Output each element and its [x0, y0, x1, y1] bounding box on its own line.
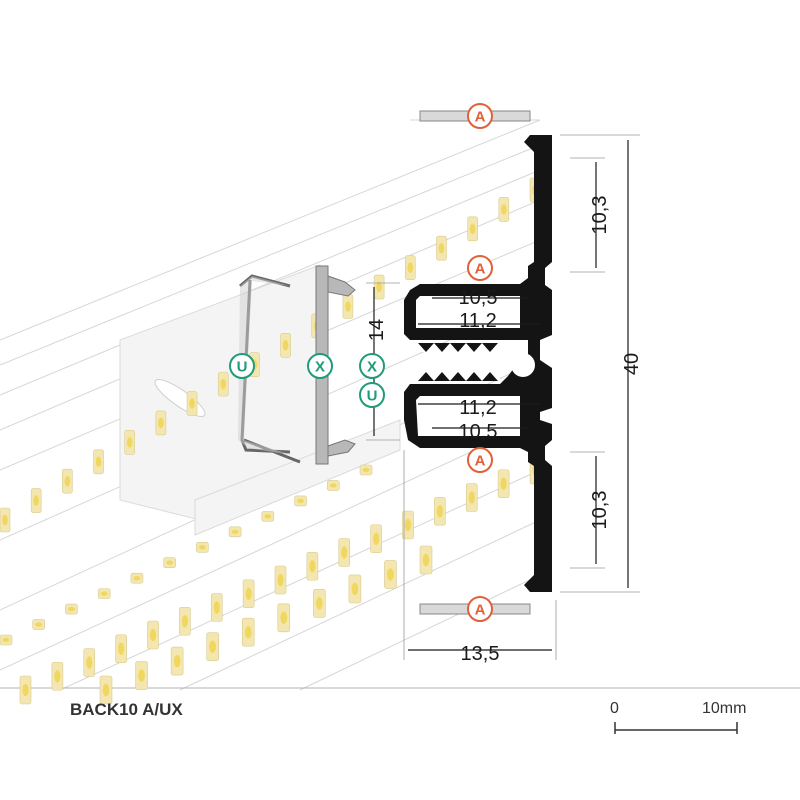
led-chip-emitter	[404, 518, 412, 532]
led-chip-emitter	[231, 529, 239, 535]
led-chip-emitter	[189, 398, 195, 409]
led-chip-emitter	[173, 654, 181, 668]
led-chip-emitter	[199, 545, 206, 550]
dimension-labels: 10,3 40 10,3 14 10,5 11,2 11,2 10,5 13,5	[366, 196, 643, 665]
led-chip-emitter	[245, 587, 252, 600]
badge-a-middle-label: A	[475, 261, 486, 278]
led-chip-emitter	[35, 622, 43, 627]
led-chip-emitter	[244, 626, 252, 639]
led-chip-emitter	[501, 204, 507, 215]
dim-top-height: 10,3	[589, 196, 611, 235]
led-chip-emitter	[2, 514, 8, 526]
led-chip-emitter	[351, 582, 359, 596]
badge-a-middle: A	[467, 255, 493, 281]
dim-clip-height: 14	[366, 319, 388, 341]
badges: A A A A U X U X	[229, 103, 493, 622]
led-chip-emitter	[309, 560, 316, 573]
u-clip-shape	[238, 274, 301, 464]
led-chip-emitter	[126, 437, 133, 448]
led-chip-emitter	[95, 456, 102, 468]
led-chip-emitter	[500, 477, 507, 490]
led-chip-emitter	[341, 546, 348, 559]
led-chip-emitter	[181, 615, 188, 628]
led-chip-emitter	[118, 642, 125, 655]
dim-width: 13,5	[461, 643, 500, 665]
led-chip-emitter	[33, 495, 39, 506]
led-chip-emitter	[469, 223, 476, 235]
badge-a-bottom: A	[467, 596, 493, 622]
led-chip-emitter	[102, 683, 110, 697]
led-chip-emitter	[264, 514, 272, 519]
led-chip-emitter	[315, 597, 323, 610]
led-chip-emitter	[2, 637, 10, 643]
led-chip-emitter	[68, 606, 75, 612]
profile-cross-section	[404, 135, 552, 592]
led-chip-emitter	[277, 573, 284, 587]
dim-lower-inner: 10,5	[459, 421, 498, 443]
led-chip-emitter	[362, 467, 370, 473]
badge-x-label-text: X	[367, 359, 377, 376]
badge-u-label-text: U	[367, 388, 378, 405]
scale-bar	[614, 722, 738, 734]
led-chip-emitter	[329, 483, 337, 488]
led-chip-emitter	[22, 683, 29, 697]
led-chip-emitter	[54, 670, 61, 683]
led-chip-emitter	[468, 491, 475, 504]
led-chip-emitter	[407, 262, 414, 273]
led-chip-emitter	[166, 560, 173, 565]
dim-upper-outer: 11,2	[459, 310, 496, 332]
led-chip-emitter	[376, 281, 382, 293]
badge-x-clip-label: X	[315, 359, 325, 376]
badge-a-lower-label: A	[475, 453, 486, 470]
led-chip-emitter	[86, 656, 93, 669]
scale-ten-label: 10mm	[702, 700, 747, 717]
led-chip-emitter	[138, 669, 145, 682]
led-chip-emitter	[345, 301, 351, 312]
badge-a-lower: A	[467, 447, 493, 473]
led-chip-emitter	[280, 611, 288, 624]
led-chip-emitter	[282, 340, 289, 351]
badge-u-clip-label: U	[237, 359, 248, 376]
dim-bottom-height: 10,3	[589, 491, 611, 530]
product-name: BACK10 A/UX	[70, 700, 183, 719]
led-chip-emitter	[436, 505, 443, 518]
led-chip-emitter	[209, 640, 217, 653]
led-chip-emitter	[133, 575, 141, 581]
badge-u-clip: U	[229, 353, 255, 379]
scale-zero-label: 0	[610, 700, 619, 717]
badge-u-label: U	[359, 382, 385, 408]
badge-x-label: X	[359, 353, 385, 379]
badge-x-clip: X	[307, 353, 333, 379]
badge-a-bottom-label: A	[475, 602, 486, 619]
led-chip-emitter	[438, 242, 445, 254]
dim-total-height: 40	[621, 353, 643, 375]
led-chip-emitter	[100, 591, 108, 596]
led-chip-emitter	[297, 498, 304, 504]
badge-a-top-label: A	[475, 109, 486, 126]
led-chip-emitter	[149, 628, 157, 642]
dim-upper-inner: 10,5	[459, 287, 498, 309]
led-chip-emitter	[64, 475, 71, 487]
perspective-background	[0, 119, 800, 691]
led-chip-emitter	[213, 601, 220, 614]
led-chip-emitter	[158, 417, 164, 429]
led-chip-emitter	[220, 378, 227, 390]
led-chip-emitter	[373, 532, 380, 545]
dim-lower-outer: 11,2	[459, 397, 496, 419]
led-chip-emitter	[387, 568, 394, 581]
led-chip-emitter	[422, 553, 430, 567]
badge-a-top: A	[467, 103, 493, 129]
